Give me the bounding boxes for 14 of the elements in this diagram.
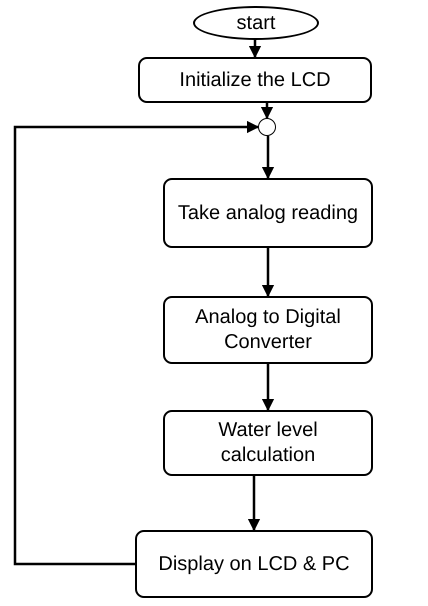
arrow	[262, 136, 274, 180]
arrow	[248, 40, 262, 58]
arrow	[14, 120, 260, 566]
process-box: Water level calculation	[163, 410, 373, 476]
process-box: Initialize the LCD	[138, 57, 372, 103]
process-box: Display on LCD & PC	[135, 530, 373, 598]
process-box: Analog to Digital Converter	[163, 296, 373, 364]
arrow	[262, 364, 274, 412]
terminal-ellipse: start	[193, 6, 319, 40]
connector-circle	[258, 118, 276, 136]
arrow	[248, 476, 260, 532]
process-box: Take analog reading	[163, 178, 373, 248]
arrow	[262, 248, 274, 298]
arrow	[260, 103, 274, 120]
